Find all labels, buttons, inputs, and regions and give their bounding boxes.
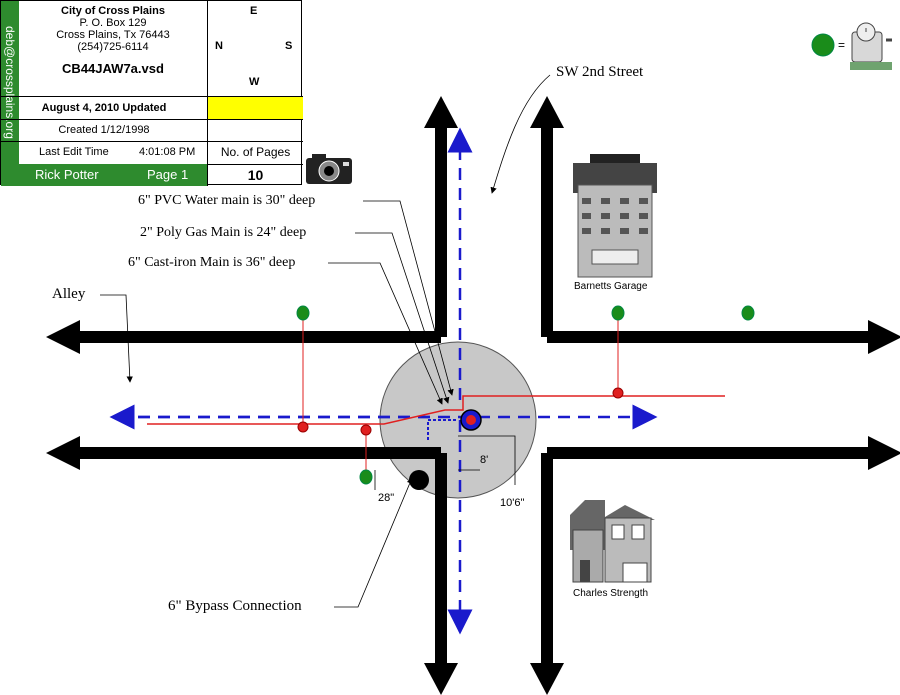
alley-label: Alley <box>52 286 86 302</box>
garage-building-icon <box>573 154 657 278</box>
alley-leader <box>100 294 133 383</box>
title-block-header: City of Cross Plains P. O. Box 129 Cross… <box>19 1 207 96</box>
gas-main <box>147 395 725 425</box>
org-name: City of Cross Plains <box>61 5 165 17</box>
road-east-upper <box>547 320 900 354</box>
pages-value: 10 <box>207 164 303 186</box>
house-label: Charles Strength <box>573 588 649 599</box>
dimension-8ft: 8' <box>480 454 489 466</box>
highlight-cell <box>207 97 303 119</box>
author-footer: Rick Potter Page 1 <box>1 164 207 186</box>
pvc-callout: 6" PVC Water main is 30" deep <box>138 193 316 208</box>
meter-icon <box>296 305 310 321</box>
cast-iron-callout: 6" Cast-iron Main is 36" deep <box>128 255 296 270</box>
pages-label: No. of Pages <box>207 142 303 164</box>
dimension-28in: 28" <box>378 492 395 504</box>
updated-row: August 4, 2010 Updated <box>1 96 303 119</box>
bypass-valve-icon <box>409 470 429 490</box>
gas-valve-icon <box>360 424 372 436</box>
meter-icon <box>611 305 625 321</box>
road-south-left <box>424 453 458 695</box>
edit-label: Last Edit Time <box>39 146 109 158</box>
title-block: deb@crossplains.org City of Cross Plains… <box>0 0 303 186</box>
address-line-2: Cross Plains, Tx 76443 <box>56 29 170 41</box>
gas-valve-icon <box>297 421 309 433</box>
gas-leader <box>355 232 450 404</box>
legend-equals: = <box>838 38 846 52</box>
bypass-leader <box>334 477 413 608</box>
compass-e: E <box>250 5 258 17</box>
road-north-right <box>530 96 564 337</box>
compass-s: S <box>285 40 293 52</box>
pvc-leader <box>363 200 454 396</box>
meter-icon <box>359 469 373 485</box>
gas-valve-icon <box>612 387 624 399</box>
address-line-1: P. O. Box 129 <box>79 17 147 29</box>
file-name: CB44JAW7a.vsd <box>62 61 164 76</box>
garage-label: Barnetts Garage <box>574 281 648 292</box>
road-north-left <box>424 96 458 337</box>
street-label: SW 2nd Street <box>556 64 644 80</box>
street-leader <box>490 74 551 194</box>
road-west-lower <box>46 436 441 470</box>
road-south-right <box>530 453 564 695</box>
valve-center-icon <box>466 415 476 425</box>
meter-icon <box>741 305 755 321</box>
road-east-lower <box>547 436 900 470</box>
page-number: Page 1 <box>147 167 189 182</box>
updated-text: August 4, 2010 Updated <box>41 102 167 114</box>
bypass-line <box>427 419 458 440</box>
edit-row: Last Edit Time 4:01:08 PM No. of Pages <box>1 141 303 164</box>
created-row: Created 1/12/1998 <box>1 119 303 141</box>
compass-w: W <box>249 76 260 88</box>
created-text: Created 1/12/1998 <box>58 124 150 136</box>
bypass-callout: 6" Bypass Connection <box>168 598 302 614</box>
edit-time: 4:01:08 PM <box>139 146 196 158</box>
cast-iron-leader <box>328 262 443 405</box>
compass-n: N <box>215 40 223 52</box>
house-icon <box>570 500 655 583</box>
gas-meter-icon <box>850 22 892 70</box>
author-name: Rick Potter <box>35 167 99 182</box>
legend-meter-symbol <box>811 33 835 57</box>
empty-cell <box>207 120 303 141</box>
dim-line-106 <box>458 435 516 485</box>
road-west-upper <box>46 320 441 354</box>
phone-number: (254)725-6114 <box>77 41 149 53</box>
gas-callout: 2" Poly Gas Main is 24" deep <box>140 225 307 240</box>
title-block-compass-cell <box>207 1 303 96</box>
title-block-email[interactable]: deb@crossplains.org <box>1 1 19 164</box>
camera-icon <box>306 154 352 184</box>
dimension-10ft6in: 10'6" <box>500 497 525 509</box>
